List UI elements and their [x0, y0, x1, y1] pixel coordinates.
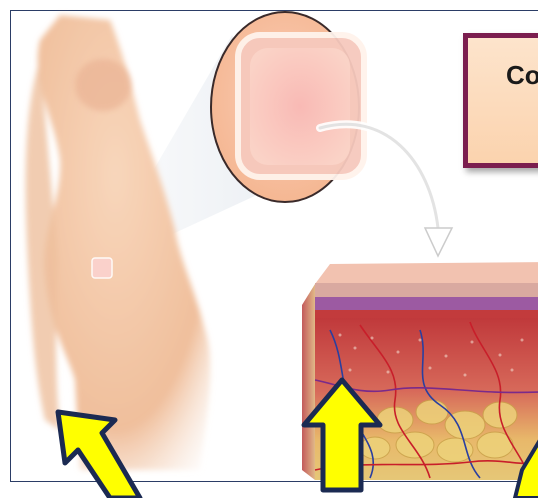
- breast: [75, 59, 131, 111]
- title-text: Co: [506, 60, 538, 91]
- body-patch: [92, 258, 112, 278]
- title-box: Co: [463, 33, 538, 168]
- magnified-skin-circle: [211, 12, 364, 202]
